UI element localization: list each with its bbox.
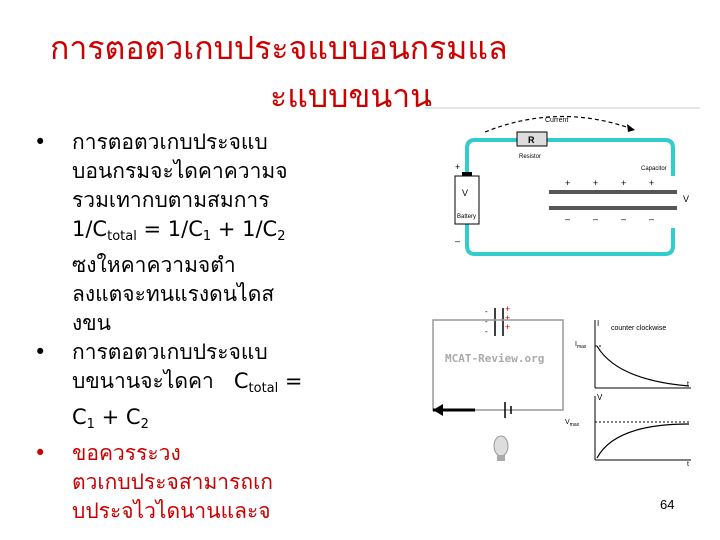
bullet-marker: • [34,130,47,154]
battery-label: Battery [457,214,476,220]
time-label: t [687,381,689,388]
bullet-marker: • [34,441,47,465]
capacitor-voltage-label: V [683,194,689,204]
charge-plus: + [505,322,510,332]
bullet-list: • การตอตวเกบประจแบ บอนกรมจะไดคาความจ รวม… [34,128,374,526]
circuit-wire [465,138,675,256]
battery-plus: + [455,162,460,172]
voltage-axis-label: V [597,393,603,402]
plate-minus: – [565,214,570,224]
bullet-parallel: • การตอตวเกบประจแบ บขนานจะไดคา Ctotal = … [34,338,374,439]
bullet-text-line: บประจไวไดนานและจ [72,499,271,523]
vmax-label: Vmax [565,419,580,428]
series-equation: 1/Ctotal = 1/C1 + 1/C2 [72,217,286,244]
battery-voltage-label: V [462,188,468,198]
capacitor-plate-top [549,190,677,194]
bullet-text-line: ตวเกบประจสามารถเก [72,470,273,494]
battery [454,175,480,225]
bullet-text-line: ซงใหคาความจตำ [72,253,236,277]
circuit-frame [432,319,564,411]
charge-minus: - [485,327,488,336]
imax-label: Imax [575,341,587,350]
bullet-text-line: บอนกรมจะไดคาความจ [72,159,288,183]
plate-minus: – [593,214,598,224]
plate-plus: + [593,178,598,188]
page-number: 64 [660,497,675,512]
current-label: Current [545,117,568,124]
charge-plus: + [505,304,510,314]
charge-minus: - [485,307,488,316]
plate-minus: – [649,214,654,224]
resistor-symbol: R [528,135,535,145]
parallel-equation-cont: C1 + C2 [72,405,149,432]
charge-plus: + [505,313,510,323]
plate-plus: + [565,178,570,188]
bullet-caution: • ขอควรระวง ตวเกบประจสามารถเก บประจไวไดน… [34,439,374,526]
charge-minus: - [485,317,488,326]
title-line-1: การตอตวเกบประจแบบอนกรมแล [50,29,508,67]
resistor [516,131,548,147]
bullet-marker: • [34,340,47,364]
plate-plus: + [621,178,626,188]
current-axis-label: I [597,319,599,328]
parallel-equation: บขนานจะไดคา Ctotal = [72,369,303,396]
bullet-text-line: งขน [72,311,111,335]
capacitor-plate-bottom [549,206,677,210]
plate-minus: – [621,214,626,224]
bullet-text-line: รวมเทากบตามสมการ [72,188,270,212]
resistor-label: Resistor [519,154,541,160]
bullet-text-line: ลงแตจะทนแรงดนไดส [72,282,275,306]
battery-minus: – [455,236,460,246]
bullet-text-line: การตอตวเกบประจแบ [72,340,268,364]
bullet-text-line: ขอควรระวง [72,441,181,465]
capacitor-label: Capacitor [641,166,667,172]
watermark: MCAT-Review.org [445,352,544,365]
bullet-series: • การตอตวเกบประจแบ บอนกรมจะไดคาความจ รวม… [34,128,374,338]
capacitor-charging-graph: - - - + + + MCAT-Review.org I counter cl… [425,300,700,470]
counter-label: counter clockwise [611,325,666,332]
current-decay-curve [596,345,690,387]
rc-circuit-diagram: Current V Battery + – R Resistor Capacit… [425,106,700,264]
light-bulb [493,435,509,457]
plate-plus: + [649,178,654,188]
voltage-growth-curve [596,423,690,459]
time-label: t [687,461,689,468]
current-arrow [484,115,636,133]
title-line-2: ะแบบขนาน [270,77,433,115]
bullet-text-line: การตอตวเกบประจแบ [72,130,268,154]
